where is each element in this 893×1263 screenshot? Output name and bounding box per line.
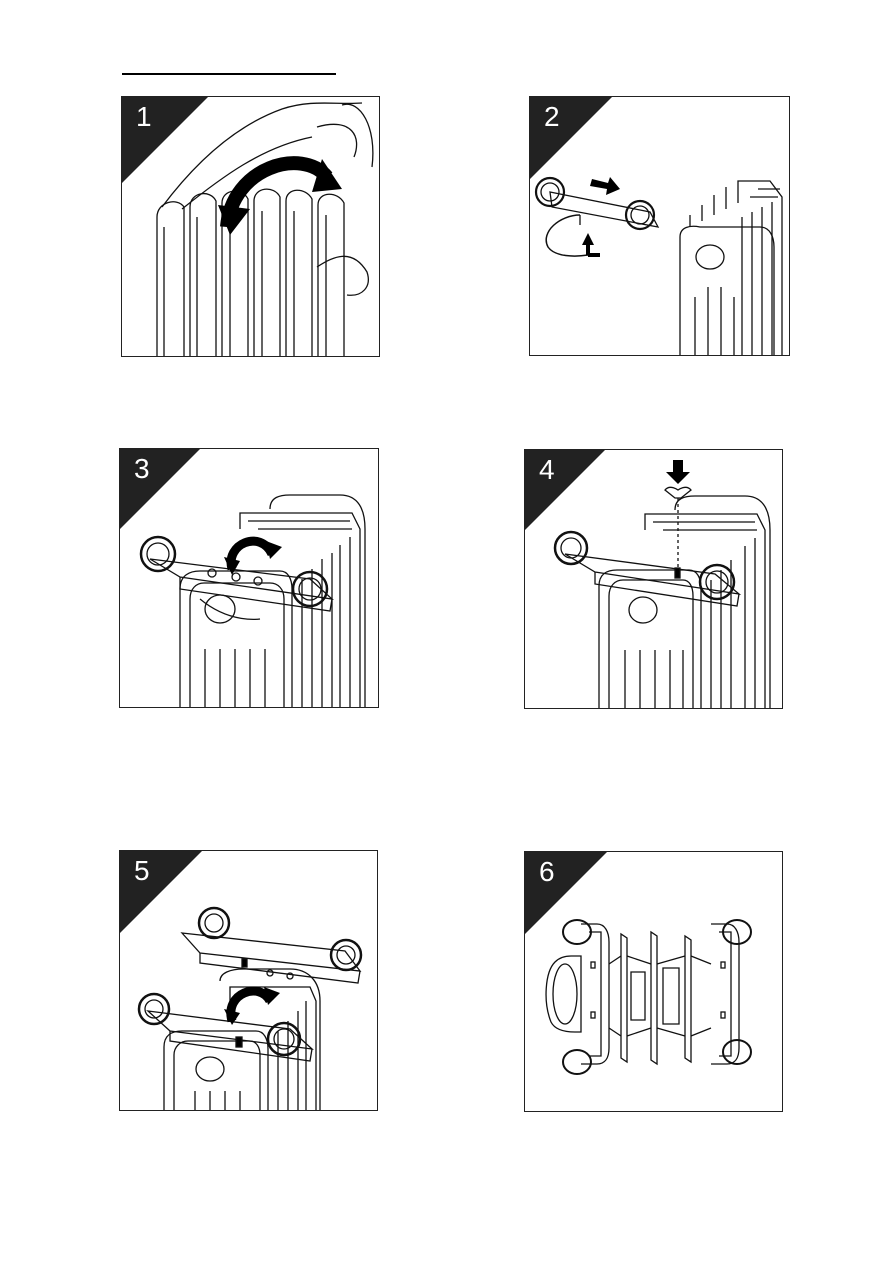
step-4-panel: 4	[524, 449, 783, 709]
step-3-panel: 3	[119, 448, 379, 708]
step-5-panel: 5	[119, 850, 378, 1111]
step-number: 3	[134, 455, 150, 483]
step-1-panel: 1	[121, 96, 380, 357]
step-number: 5	[134, 857, 150, 885]
step-6-panel: 6	[524, 851, 783, 1112]
heading-underline	[122, 73, 336, 75]
step-number: 1	[136, 103, 152, 131]
step-number: 2	[544, 103, 560, 131]
step-number: 4	[539, 456, 555, 484]
step-2-panel: 2	[529, 96, 790, 356]
step-number: 6	[539, 858, 555, 886]
